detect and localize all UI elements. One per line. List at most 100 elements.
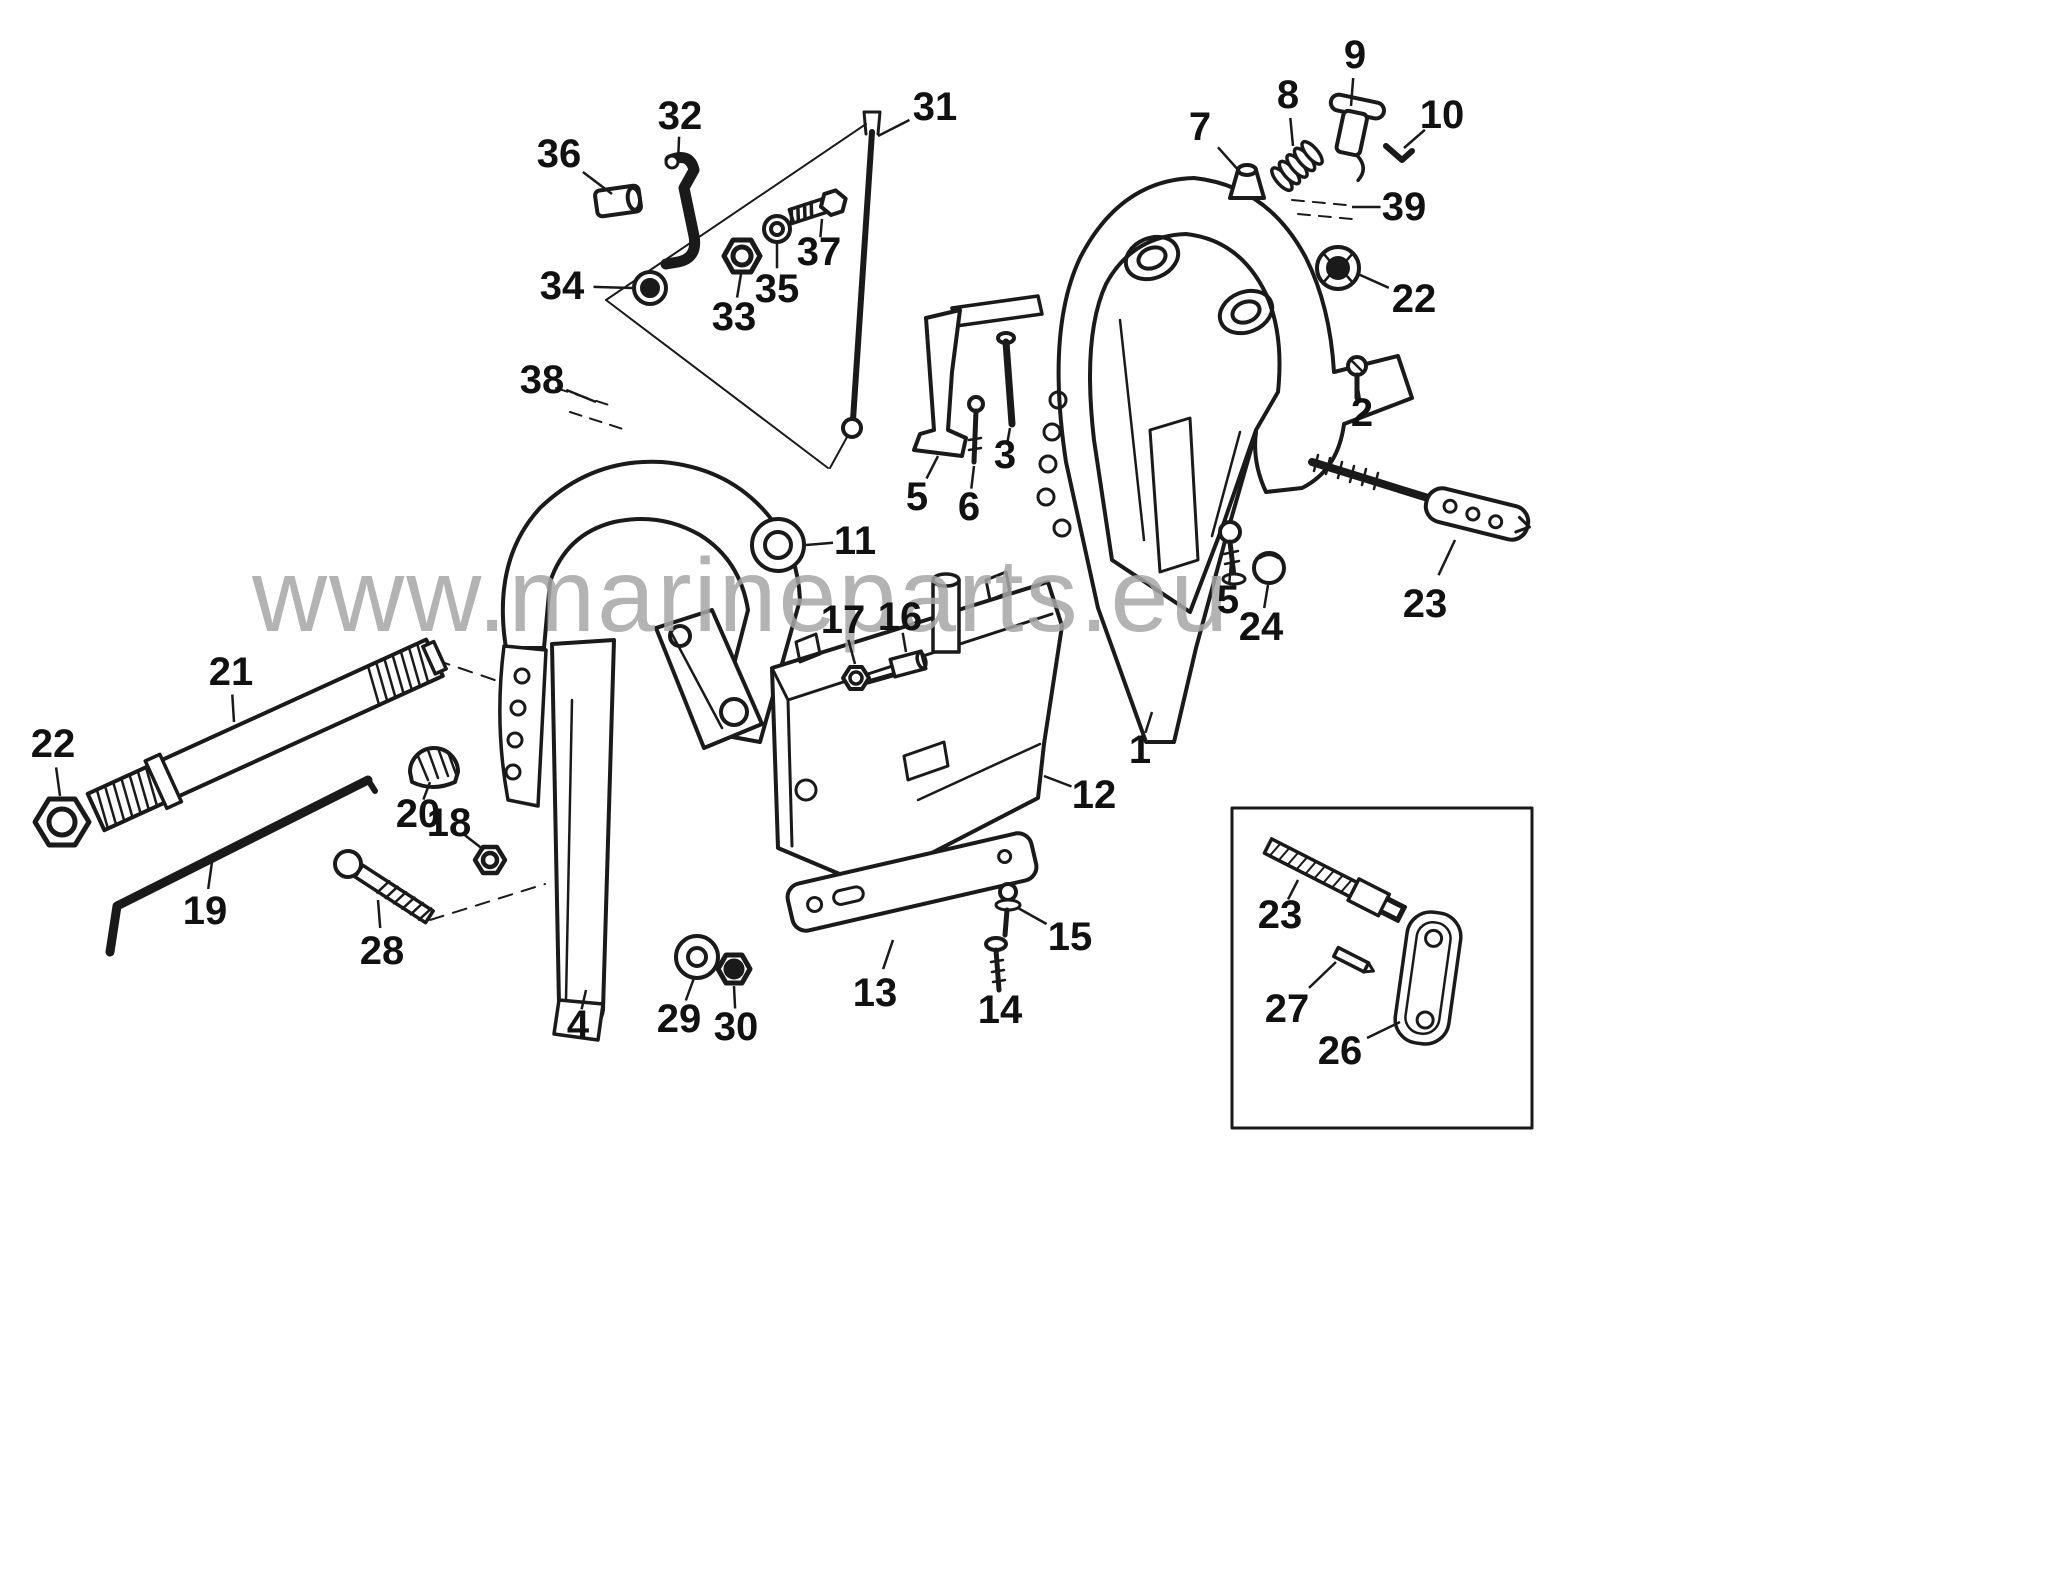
rubber-bumper [408,746,460,789]
leader-line-26 [1366,1020,1401,1040]
part-callout-27: 27 [1264,987,1310,1031]
leader-line-9 [1349,77,1355,107]
leader-line-38 [565,388,597,404]
spacer-16 [888,649,928,679]
bolt-17 [841,665,899,691]
part-callout-1: 1 [1128,728,1152,772]
clamp-screw [1328,92,1386,183]
part-callout-8: 8 [1276,73,1300,117]
tilt-tube [85,637,448,833]
leader-line-15 [1017,906,1048,926]
leader-line-22 [54,767,62,797]
leader-line-17 [847,639,857,665]
leader-line-18 [464,834,485,851]
leader-line-5 [1228,561,1233,584]
leader-line-7 [1217,146,1241,173]
leader-line-37 [819,218,824,238]
leader-line-5 [925,455,940,480]
bolt-28 [333,849,435,925]
pivot-pin [996,331,1016,428]
leader-line-20 [422,781,432,801]
part-callout-29: 29 [656,997,702,1041]
leader-line-22 [1357,272,1390,289]
inset-box [1230,806,1534,1130]
plug-24 [1252,551,1286,585]
tilt-pin [1308,453,1531,542]
leader-line-14 [995,967,1000,992]
hex-nut-left [32,796,92,848]
swivel-bracket [770,570,1064,888]
leader-line-27 [1308,961,1337,989]
bolt-37 [787,188,848,226]
leader-line-3 [1006,427,1012,444]
part-callout-18: 18 [426,801,472,845]
leader-line-1 [1144,711,1154,734]
leader-line-4 [580,989,588,1010]
part-callout-15: 15 [1047,915,1093,959]
cotter-pin [1383,143,1415,163]
part-callout-37: 37 [796,230,842,274]
part-callout-35: 35 [754,267,800,311]
spacer-cylinder [593,183,643,219]
leader-line-8 [1289,117,1295,147]
part-callout-30: 30 [713,1005,759,1049]
leader-line-11 [805,541,834,547]
hex-nut-33 [721,237,763,275]
leader-line-30 [732,985,737,1009]
part-callout-5: 5 [905,475,929,519]
part-callout-14: 14 [977,988,1023,1032]
washer-35 [762,214,792,244]
mount-plate [785,831,1039,933]
part-callout-19: 19 [182,889,228,933]
part-callout-36: 36 [536,132,582,176]
washer-29 [674,934,720,980]
leader-line-36 [582,171,613,195]
part-callout-23: 23 [1402,582,1448,626]
thrust-washer [750,517,806,573]
hex-nut-30 [715,952,753,986]
part-callout-20: 20 [395,792,441,836]
stop-bracket [912,294,1044,458]
part-callout-32: 32 [657,94,703,138]
leader-line-16 [901,632,908,653]
part-callout-13: 13 [852,971,898,1015]
leader-line-21 [231,694,236,723]
part-callout-2: 2 [1350,391,1374,435]
part-callout-12: 12 [1071,773,1117,817]
leader-line-28 [376,899,382,929]
part-callout-6: 6 [957,485,981,529]
leader-line-32 [676,136,681,163]
hex-nut-18 [472,844,508,876]
link-rod [841,110,882,439]
leader-line-19 [206,861,214,890]
bolt-15 [994,882,1022,938]
part-callout-4: 4 [566,1003,590,1047]
part-callout-31: 31 [912,85,958,129]
part-callout-24: 24 [1238,605,1284,649]
part-callout-16: 16 [877,595,923,639]
part-callout-10: 10 [1419,93,1465,137]
leader-line-6 [970,465,976,489]
part-callout-38: 38 [519,358,565,402]
leader-line-29 [684,977,696,1001]
part-callout-9: 9 [1343,33,1367,77]
flanged-nut-top [1315,245,1361,291]
part-callout-5: 5 [1216,578,1240,622]
leader-line-2 [1355,381,1362,400]
inset-tilt-pin [1262,837,1408,923]
bushing [632,270,668,306]
part-callout-34: 34 [539,264,585,308]
leader-line-23 [1286,879,1300,900]
part-callout-7: 7 [1188,105,1212,149]
part-callout-39: 39 [1381,185,1427,229]
bolt-6 [967,395,985,465]
leader-line-34 [593,285,633,290]
part-callout-3: 3 [993,433,1017,477]
leader-line-12 [1043,774,1072,788]
clamp-bracket-left [498,459,802,1042]
leader-line-13 [881,939,895,970]
